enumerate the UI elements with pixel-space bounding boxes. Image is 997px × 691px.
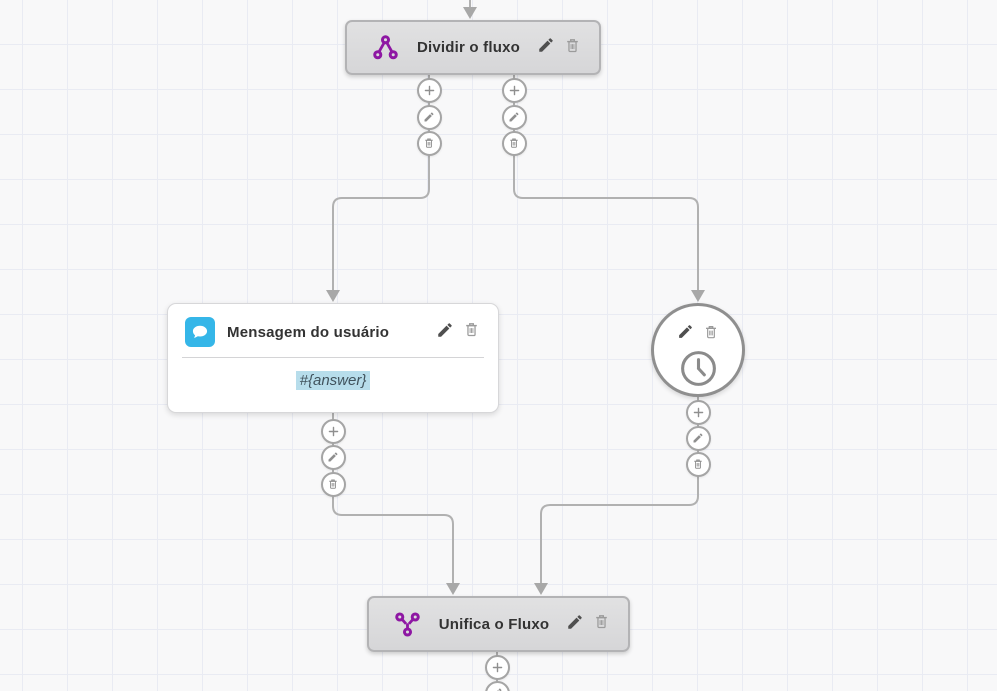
pencil-icon — [693, 433, 703, 443]
timer-output-edit-button[interactable] — [685, 425, 711, 451]
pencil-icon — [424, 112, 434, 122]
trash-icon — [425, 138, 433, 148]
timer-output-add-button[interactable] — [685, 399, 711, 425]
split-flow-icon — [373, 35, 398, 60]
node-message-title: Mensagem do usuário — [227, 323, 390, 341]
connector-message-to-merge — [332, 413, 454, 583]
arrow-into-timer — [691, 290, 705, 302]
plus-icon — [492, 662, 502, 672]
message-variable-chip[interactable]: #{answer} — [295, 370, 371, 390]
merge-flow-icon — [395, 611, 420, 637]
pencil-icon — [328, 452, 338, 462]
trash-icon — [466, 323, 477, 337]
pencil-icon — [539, 38, 553, 52]
delete-node-button[interactable] — [564, 37, 581, 59]
connector-split-to-timer — [513, 74, 699, 290]
connector-split-to-message — [332, 74, 430, 290]
delete-node-button[interactable] — [703, 324, 719, 345]
trash-icon — [596, 615, 607, 629]
trash-icon — [510, 138, 518, 148]
trash-icon — [329, 479, 337, 489]
clock-icon — [680, 351, 716, 386]
trash-icon — [567, 38, 578, 52]
split-output2-edit-button[interactable] — [501, 104, 527, 130]
plus-icon — [328, 426, 338, 436]
plus-icon — [509, 85, 519, 95]
delete-node-button[interactable] — [463, 321, 480, 343]
node-split-flow[interactable]: Dividir o fluxo — [345, 20, 601, 75]
timer-output-delete-button[interactable] — [685, 451, 711, 477]
node-split-title: Dividir o fluxo — [416, 39, 520, 56]
split-output1-delete-button[interactable] — [416, 130, 442, 156]
arrow-into-message — [326, 290, 340, 302]
message-output-edit-button[interactable] — [320, 444, 346, 470]
arrow-into-merge-left — [446, 583, 460, 595]
arrow-into-split — [463, 7, 477, 19]
edit-node-button[interactable] — [436, 321, 454, 344]
node-merge-flow[interactable]: Unifica o Fluxo — [367, 596, 630, 652]
trash-icon — [694, 459, 702, 469]
edit-node-button[interactable] — [537, 36, 555, 59]
pencil-icon — [438, 322, 452, 337]
node-divider — [182, 357, 484, 358]
edit-node-button[interactable] — [566, 613, 584, 636]
plus-icon — [424, 85, 434, 95]
delete-node-button[interactable] — [593, 613, 610, 635]
pencil-icon — [679, 325, 692, 338]
split-output1-edit-button[interactable] — [416, 104, 442, 130]
arrow-into-merge-right — [534, 583, 548, 595]
edit-node-button[interactable] — [677, 323, 694, 345]
chat-bubble-icon — [185, 317, 215, 347]
merge-output-add-button[interactable] — [484, 654, 510, 680]
split-output2-add-button[interactable] — [501, 77, 527, 103]
node-user-message[interactable]: Mensagem do usuário #{answer} — [167, 303, 499, 413]
trash-icon — [706, 325, 716, 338]
plus-icon — [693, 407, 703, 417]
split-output2-delete-button[interactable] — [501, 130, 527, 156]
split-output1-add-button[interactable] — [416, 77, 442, 103]
pencil-icon — [509, 112, 519, 122]
message-output-add-button[interactable] — [320, 418, 346, 444]
connector-timer-to-merge — [540, 397, 699, 583]
node-merge-title: Unifica o Fluxo — [438, 615, 550, 633]
message-output-delete-button[interactable] — [320, 471, 346, 497]
pencil-icon — [497, 688, 502, 691]
node-timer[interactable] — [651, 303, 745, 397]
pencil-icon — [568, 614, 582, 629]
